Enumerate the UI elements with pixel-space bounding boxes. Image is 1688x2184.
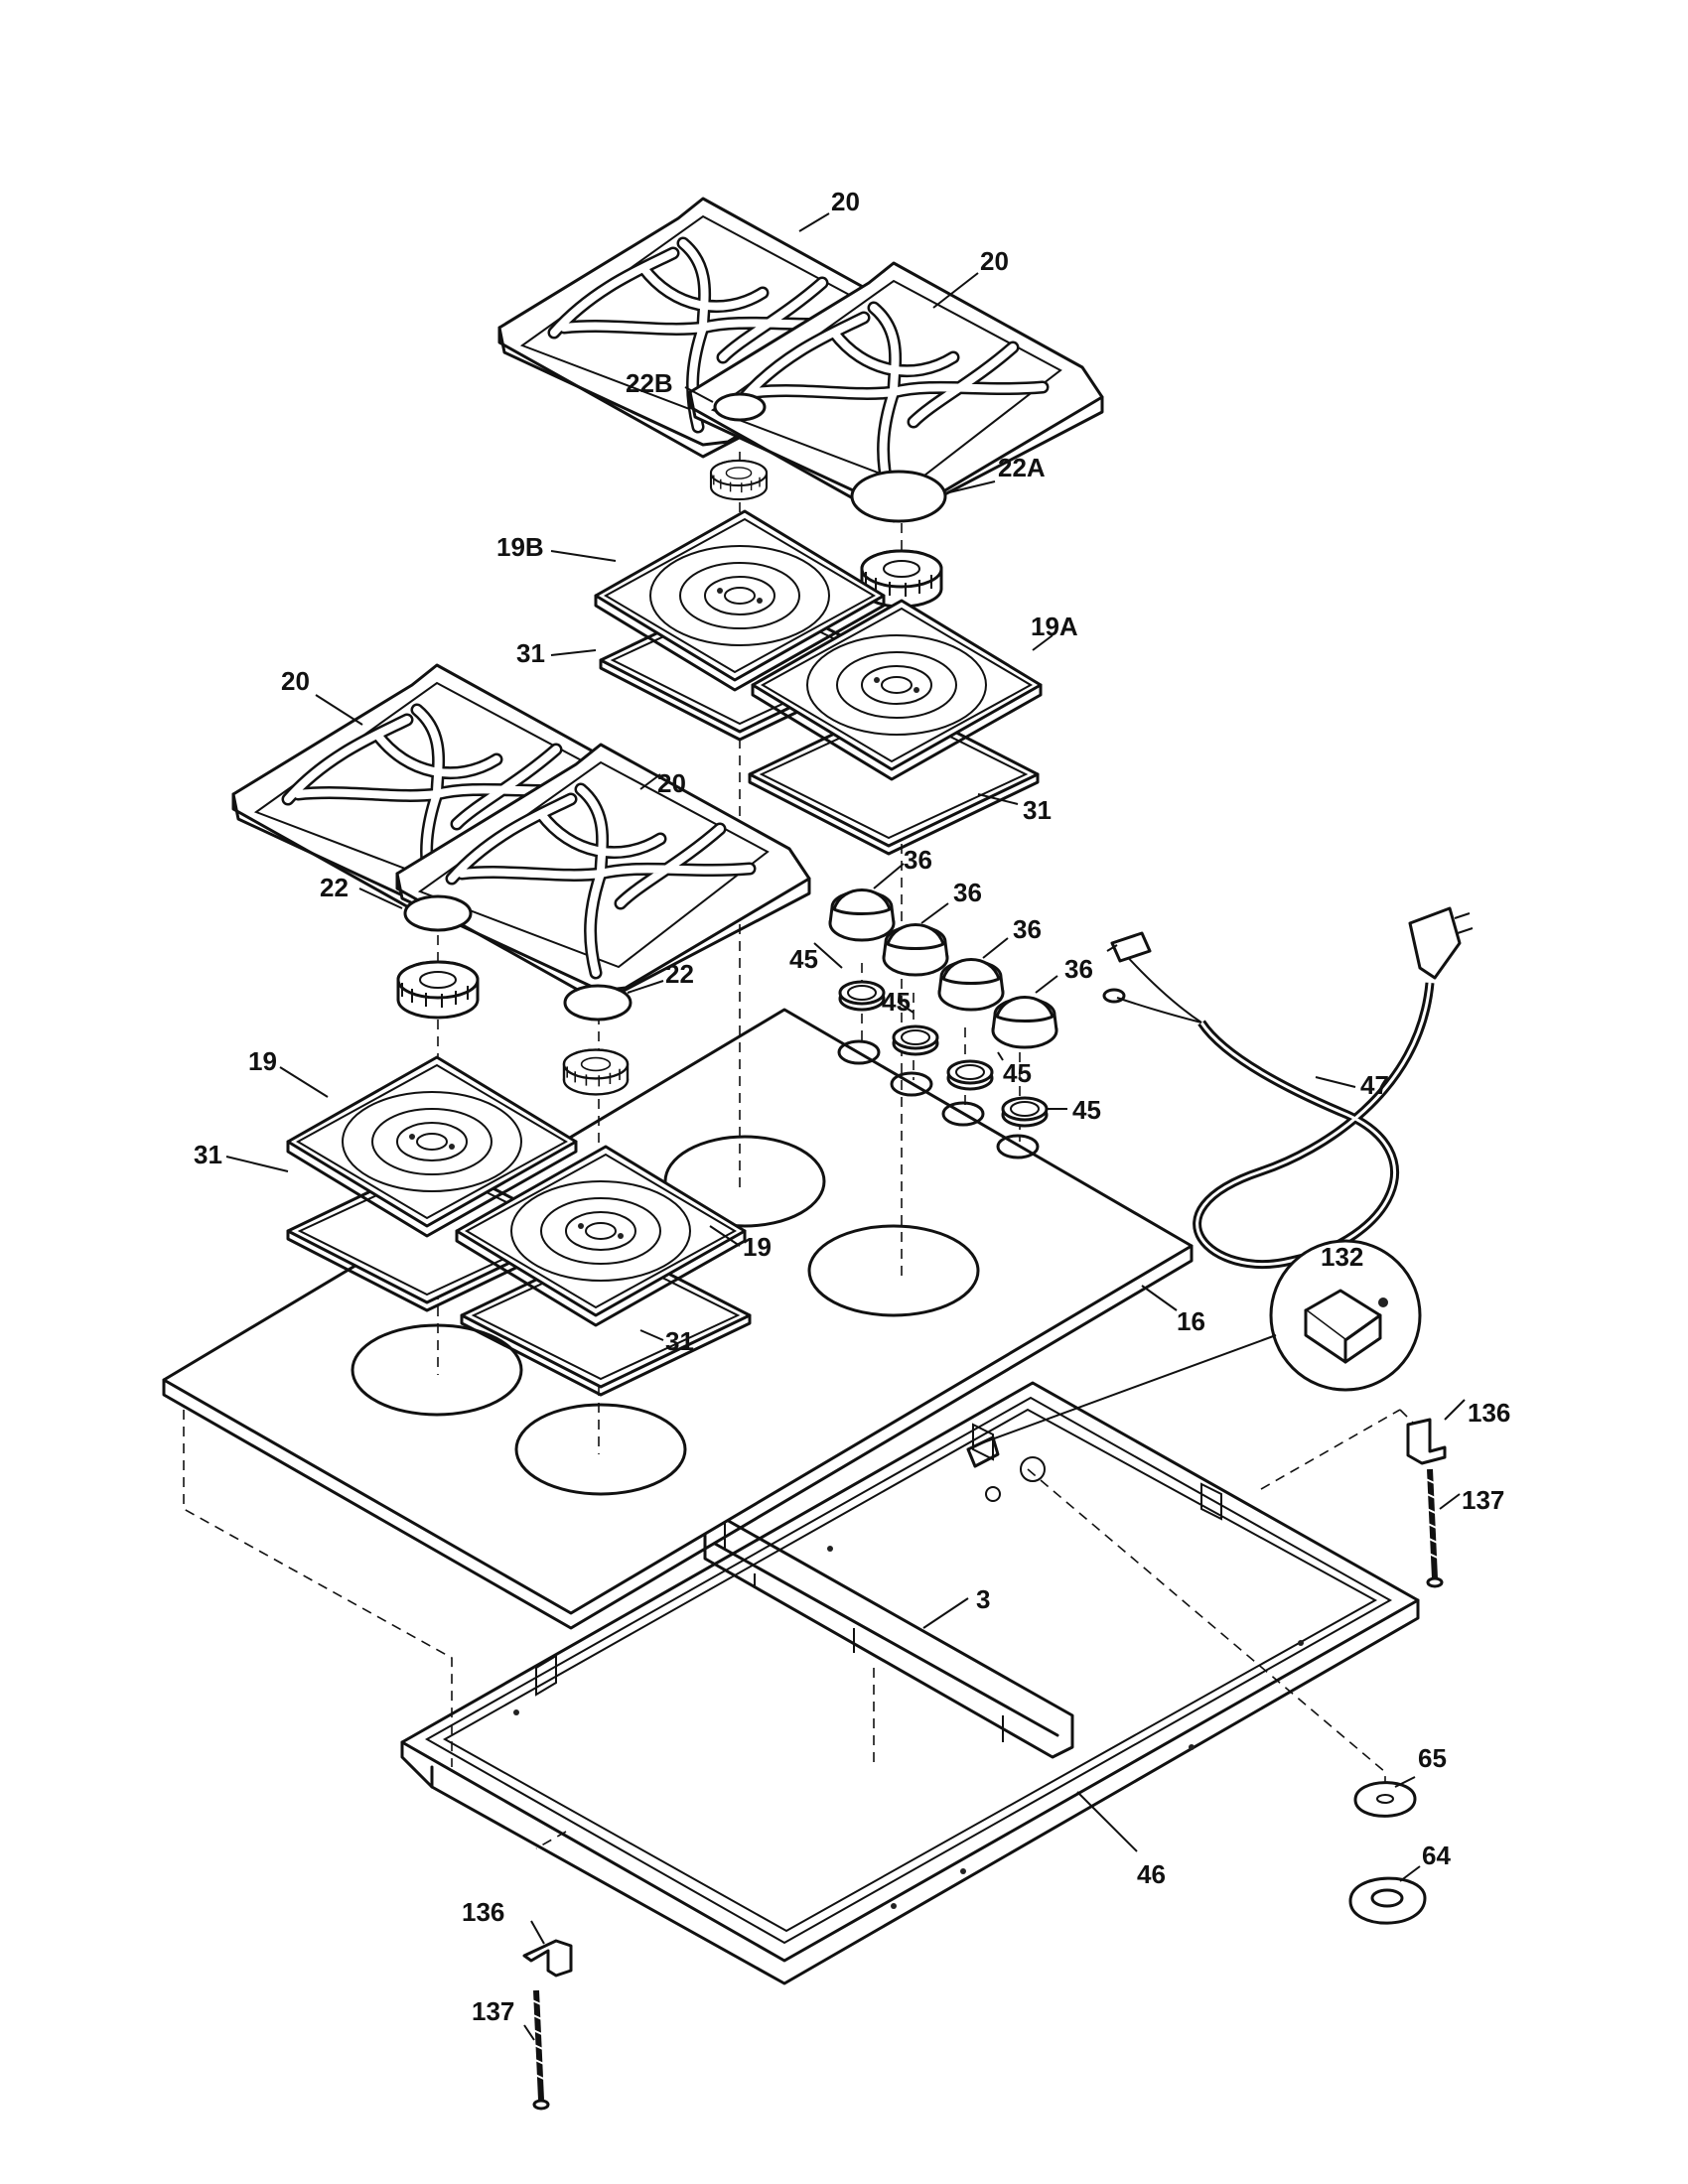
knob-bezel-1 (838, 980, 886, 1012)
label-45-4: 45 (1072, 1095, 1101, 1125)
knob-bezel-4 (1001, 1096, 1049, 1128)
screw-left (531, 1989, 550, 2111)
label-20-front-left: 20 (281, 666, 310, 696)
control-knob-2 (882, 923, 949, 977)
power-cord (1102, 906, 1474, 1269)
burner-cap-22a (850, 470, 947, 523)
label-65: 65 (1418, 1743, 1447, 1773)
label-132: 132 (1321, 1242, 1363, 1272)
label-22b: 22B (626, 368, 673, 398)
magnified-inset (977, 1239, 1422, 1445)
chassis-frame (400, 1381, 1420, 1985)
label-20-rear-left: 20 (831, 187, 860, 216)
label-19-right: 19 (743, 1232, 772, 1262)
control-knob-1 (828, 888, 896, 942)
label-31-front-right: 31 (665, 1326, 694, 1356)
support-brace (713, 1542, 1059, 1737)
screw-right (1425, 1468, 1444, 1588)
burner-cap-22-left (403, 894, 473, 932)
burner-head-front-right (562, 1048, 630, 1096)
label-3: 3 (976, 1584, 990, 1614)
burner-head-rear-left (709, 459, 769, 501)
leader-lines (225, 212, 1466, 2041)
label-20-front-right: 20 (657, 768, 686, 798)
control-knob-4 (991, 996, 1058, 1049)
label-137-right: 137 (1462, 1485, 1504, 1515)
washer-65 (1353, 1781, 1417, 1818)
label-136-right: 136 (1468, 1398, 1510, 1428)
label-31-front-left: 31 (194, 1140, 222, 1169)
label-16: 16 (1177, 1306, 1205, 1336)
label-36-1: 36 (904, 845, 932, 875)
control-knob-3 (937, 958, 1005, 1012)
label-22-right: 22 (665, 959, 694, 989)
label-36-2: 36 (953, 878, 982, 907)
label-64: 64 (1422, 1841, 1451, 1870)
label-22a: 22A (998, 453, 1046, 482)
burner-head-front-left (396, 960, 480, 1020)
burner-cap-22b (713, 392, 767, 422)
label-46: 46 (1137, 1859, 1166, 1889)
label-31-rear-right: 31 (1023, 795, 1052, 825)
label-45-1: 45 (789, 944, 818, 974)
bracket-right (1406, 1418, 1447, 1465)
label-36-4: 36 (1064, 954, 1093, 984)
washer-64 (1348, 1876, 1427, 1925)
knob-bezel-3 (946, 1059, 994, 1091)
label-19a: 19A (1031, 612, 1078, 641)
bracket-left (522, 1939, 573, 1978)
label-19-left: 19 (248, 1046, 277, 1076)
knob-bezel-2 (892, 1024, 939, 1056)
label-19b: 19B (496, 532, 544, 562)
label-31-rear-left: 31 (516, 638, 545, 668)
label-137-left: 137 (472, 1996, 514, 2026)
label-45-3: 45 (1003, 1058, 1032, 1088)
burner-cap-22-right (563, 984, 633, 1022)
label-45-2: 45 (882, 987, 911, 1017)
label-47: 47 (1360, 1070, 1389, 1100)
part-number-labels: 20 20 22B 22A 19B 31 19A 20 20 31 22 36 … (194, 187, 1510, 2026)
label-22-left: 22 (320, 873, 349, 902)
label-136-left: 136 (462, 1897, 504, 1927)
label-20-rear-right: 20 (980, 246, 1009, 276)
label-36-3: 36 (1013, 914, 1042, 944)
